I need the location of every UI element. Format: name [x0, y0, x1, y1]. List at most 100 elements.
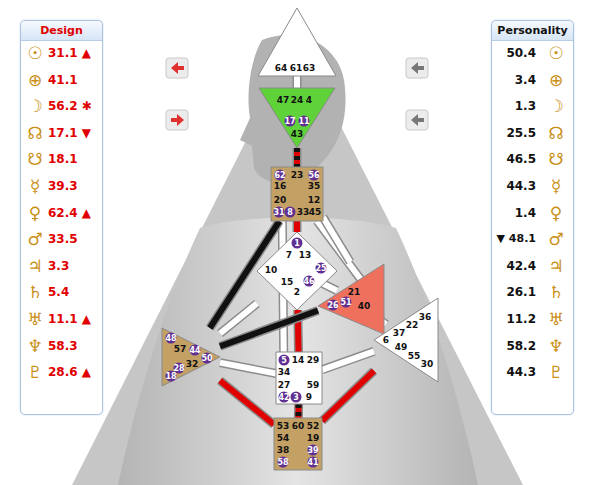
- active-gate-number: 56: [308, 170, 319, 181]
- nav-button: [166, 58, 188, 78]
- center-shape: 622356163520123183345: [271, 167, 323, 221]
- activation-value: 1.4: [515, 205, 536, 221]
- activation-value: 11.2: [506, 311, 536, 327]
- gate-number: 57: [174, 344, 187, 355]
- gate-number: 40: [358, 301, 371, 312]
- activation-value: 62.4 ▲: [48, 205, 91, 221]
- gate-number: 34: [278, 367, 291, 378]
- planet-glyph: ⊕: [28, 70, 42, 90]
- channel-stroke: [294, 404, 303, 418]
- active-gate-number: 31: [273, 207, 284, 218]
- gate-number: 45: [309, 207, 322, 218]
- center-fill: [318, 264, 384, 334]
- active-gate-number: 18: [165, 371, 176, 382]
- channel-stroke: [323, 217, 350, 262]
- channel-line: [322, 371, 374, 421]
- torso-silhouette: [118, 218, 478, 485]
- gate-number: 33: [297, 207, 310, 218]
- active-gate-number: 48: [165, 333, 176, 344]
- channel-stroke: [220, 363, 276, 374]
- channel-stroke: [322, 351, 374, 369]
- channel-line: [297, 221, 298, 232]
- channel-stroke: [220, 310, 318, 346]
- planet-glyph: ♃: [27, 256, 42, 276]
- gate-number: 36: [419, 312, 432, 323]
- gate-number: 61: [290, 63, 303, 74]
- planet-glyph: ☽: [27, 96, 42, 116]
- center-shape: 536052541938395841: [274, 418, 322, 470]
- planet-glyph: ♇: [27, 362, 42, 382]
- activation-value: ▼ 48.1: [497, 231, 536, 247]
- gate-number: 24: [291, 95, 304, 106]
- gate-number: 35: [308, 181, 321, 192]
- planet-glyph: ♅: [27, 309, 42, 329]
- planet-glyph: ☽: [548, 96, 563, 116]
- active-gate-number: 62: [274, 170, 285, 181]
- planet-glyph: ☋: [548, 149, 563, 169]
- planet-glyph: ☊: [27, 123, 42, 143]
- activation-value: 50.4: [506, 45, 536, 61]
- gate-number: 52: [307, 421, 320, 432]
- channel-stroke: [322, 351, 374, 369]
- panel-heading: Design: [21, 21, 102, 41]
- active-gate-number: 17: [284, 116, 295, 127]
- planet-glyph: ☿: [30, 176, 40, 196]
- gate-number: 29: [307, 355, 320, 366]
- gate-number: 27: [278, 380, 291, 391]
- activation-value: 56.2 ✱: [48, 98, 92, 114]
- activation-value: 44.3: [506, 364, 536, 380]
- activation-value: 26.1: [506, 284, 536, 300]
- activation-value: 46.5: [506, 151, 536, 167]
- channel-stroke: [220, 310, 318, 346]
- activation-value: 42.4: [506, 258, 536, 274]
- gate-number: 22: [406, 320, 419, 331]
- channel-line: [322, 351, 374, 369]
- planet-glyph: ♄: [548, 282, 563, 302]
- active-gate-number: 1: [292, 238, 303, 249]
- gate-number: 9: [306, 392, 312, 403]
- active-gate-number: 51: [340, 297, 351, 308]
- outer-triangle: [72, 40, 523, 485]
- chart-panel: Design☉31.1 ▲⊕41.1☽56.2 ✱☊17.1 ▼☋18.1☿39…: [20, 20, 103, 415]
- center-fill: [259, 88, 335, 148]
- active-gate-number: 26: [327, 300, 338, 311]
- planet-glyph: ☊: [548, 123, 563, 143]
- gate-number: 6: [383, 335, 389, 346]
- gate-number: 14: [292, 355, 305, 366]
- channel-stroke: [293, 221, 302, 232]
- gate-number: 13: [299, 250, 312, 261]
- activation-value: 3.3: [48, 258, 69, 274]
- active-gate-number: 5: [279, 355, 290, 366]
- channel-line: [220, 381, 274, 425]
- active-gate-number: 39: [307, 445, 318, 456]
- channel-stroke: [294, 76, 300, 88]
- gate-number: 43: [291, 129, 304, 140]
- gate-number: 38: [277, 445, 290, 456]
- center-shape: 514293427594239: [276, 352, 322, 404]
- center-fill: [258, 8, 336, 76]
- active-gate-number: 11: [298, 116, 309, 127]
- chart-panel: Personality50.4☉3.4⊕1.3☽25.5☊46.5☋44.3☿1…: [491, 20, 574, 415]
- gate-number: 10: [265, 265, 278, 276]
- channel-stroke: [322, 371, 374, 421]
- activation-value: 58.2: [506, 338, 536, 354]
- center-shape: 646163: [258, 8, 336, 76]
- panel-heading: Personality: [492, 21, 573, 41]
- channel-line: [297, 148, 298, 167]
- gate-number: 47: [277, 95, 290, 106]
- planet-glyph: ♄: [27, 282, 42, 302]
- channel-stroke: [210, 221, 280, 328]
- gate-number: 64: [275, 63, 288, 74]
- gate-number: 60: [292, 421, 305, 432]
- planet-glyph: ♀: [29, 203, 41, 223]
- gate-number: 54: [277, 433, 290, 444]
- planet-glyph: ☿: [551, 176, 561, 196]
- active-gate-number: 58: [277, 457, 288, 468]
- channel-stroke: [294, 148, 300, 167]
- gate-number: 15: [281, 277, 294, 288]
- activation-value: 39.3: [48, 178, 78, 194]
- center-shape: 1713102515246: [257, 232, 337, 310]
- activation-value: 58.3: [48, 338, 78, 354]
- planet-glyph: ☋: [27, 149, 42, 169]
- channel-line: [220, 363, 276, 374]
